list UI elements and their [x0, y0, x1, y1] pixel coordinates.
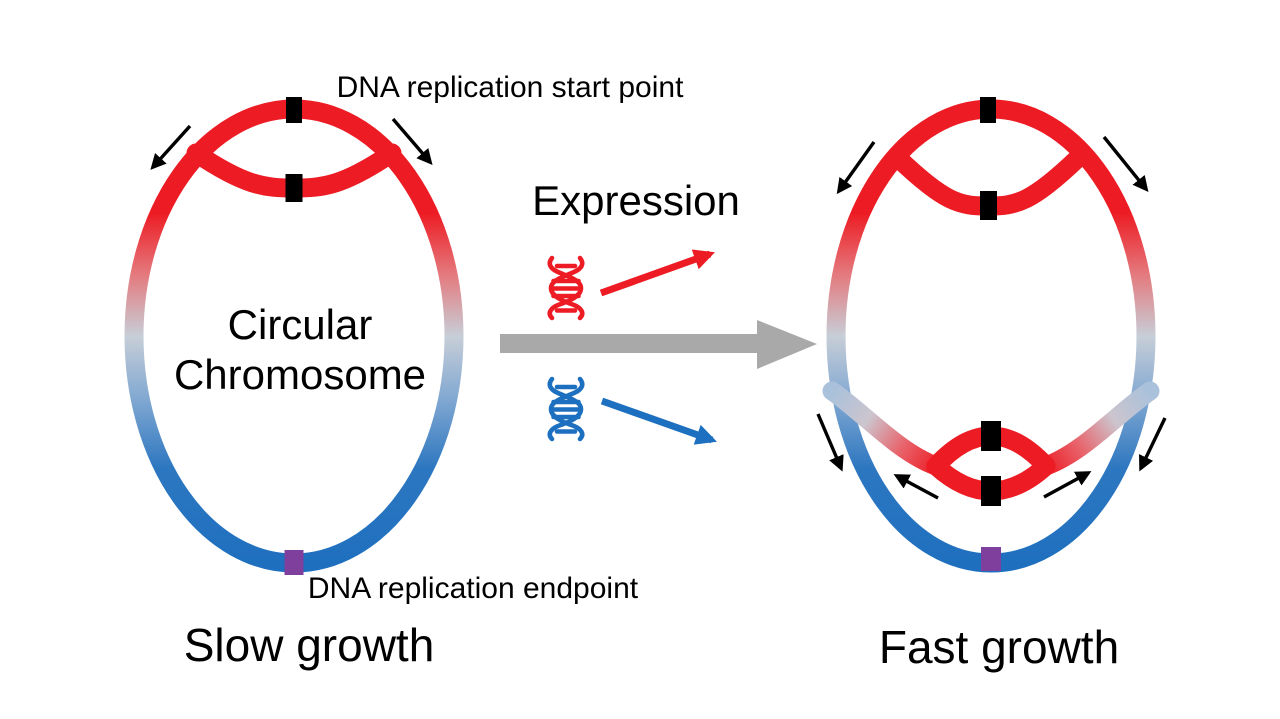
- right-lower-bubble-left-arm: [822, 381, 946, 476]
- fork-direction-arrows: [150, 117, 1167, 500]
- transition-right-arrow-icon: [500, 320, 817, 369]
- right-chromosome-diagram: [822, 97, 1160, 573]
- fast-growth-caption: Fast growth: [878, 621, 1120, 673]
- left-terminus-marker: [284, 550, 304, 575]
- right-lower-fork-arrow-inner-right-icon: [1043, 471, 1092, 499]
- left-chromosome-diagram: [124, 97, 464, 575]
- left-fork-arrow-right-icon: [391, 117, 433, 165]
- slow-growth-caption: Slow growth: [183, 619, 435, 671]
- replication-start-label: DNA replication start point: [336, 71, 684, 104]
- right-lower-bubble-top-marker: [981, 421, 1001, 451]
- right-top-fork-arrow-right-icon: [1102, 135, 1149, 193]
- expression-title: Expression: [532, 177, 740, 224]
- expression-down-arrow-icon: [600, 397, 717, 445]
- circular-chromosome-label-line2: Chromosome: [173, 351, 427, 398]
- replication-end-label: DNA replication endpoint: [307, 572, 639, 605]
- left-fork-arrow-left-icon: [150, 124, 192, 170]
- dna-helix-red-icon: [550, 258, 582, 318]
- right-lower-fork-arrow-inner-left-icon: [893, 474, 939, 500]
- right-lower-bubble-right-arm: [1036, 381, 1160, 476]
- expression-panel: [500, 249, 817, 445]
- expression-up-arrow-icon: [599, 249, 715, 297]
- right-lower-fork-arrow-outer-left-icon: [816, 413, 844, 472]
- left-bubble-origin-marker: [285, 174, 303, 202]
- right-top-bubble-origin-marker: [980, 191, 997, 220]
- circular-chromosome-label-line1: Circular: [227, 301, 373, 348]
- right-terminus-marker: [981, 547, 1001, 571]
- right-lower-bubble-bottom-marker: [981, 476, 1001, 506]
- right-origin-marker: [980, 97, 996, 123]
- left-origin-marker: [286, 97, 302, 123]
- circular-chromosome-label: Circular Chromosome: [174, 300, 426, 400]
- right-top-fork-arrow-left-icon: [836, 141, 876, 195]
- right-lower-fork-arrow-outer-right-icon: [1139, 417, 1167, 472]
- dna-helix-blue-icon: [550, 379, 582, 439]
